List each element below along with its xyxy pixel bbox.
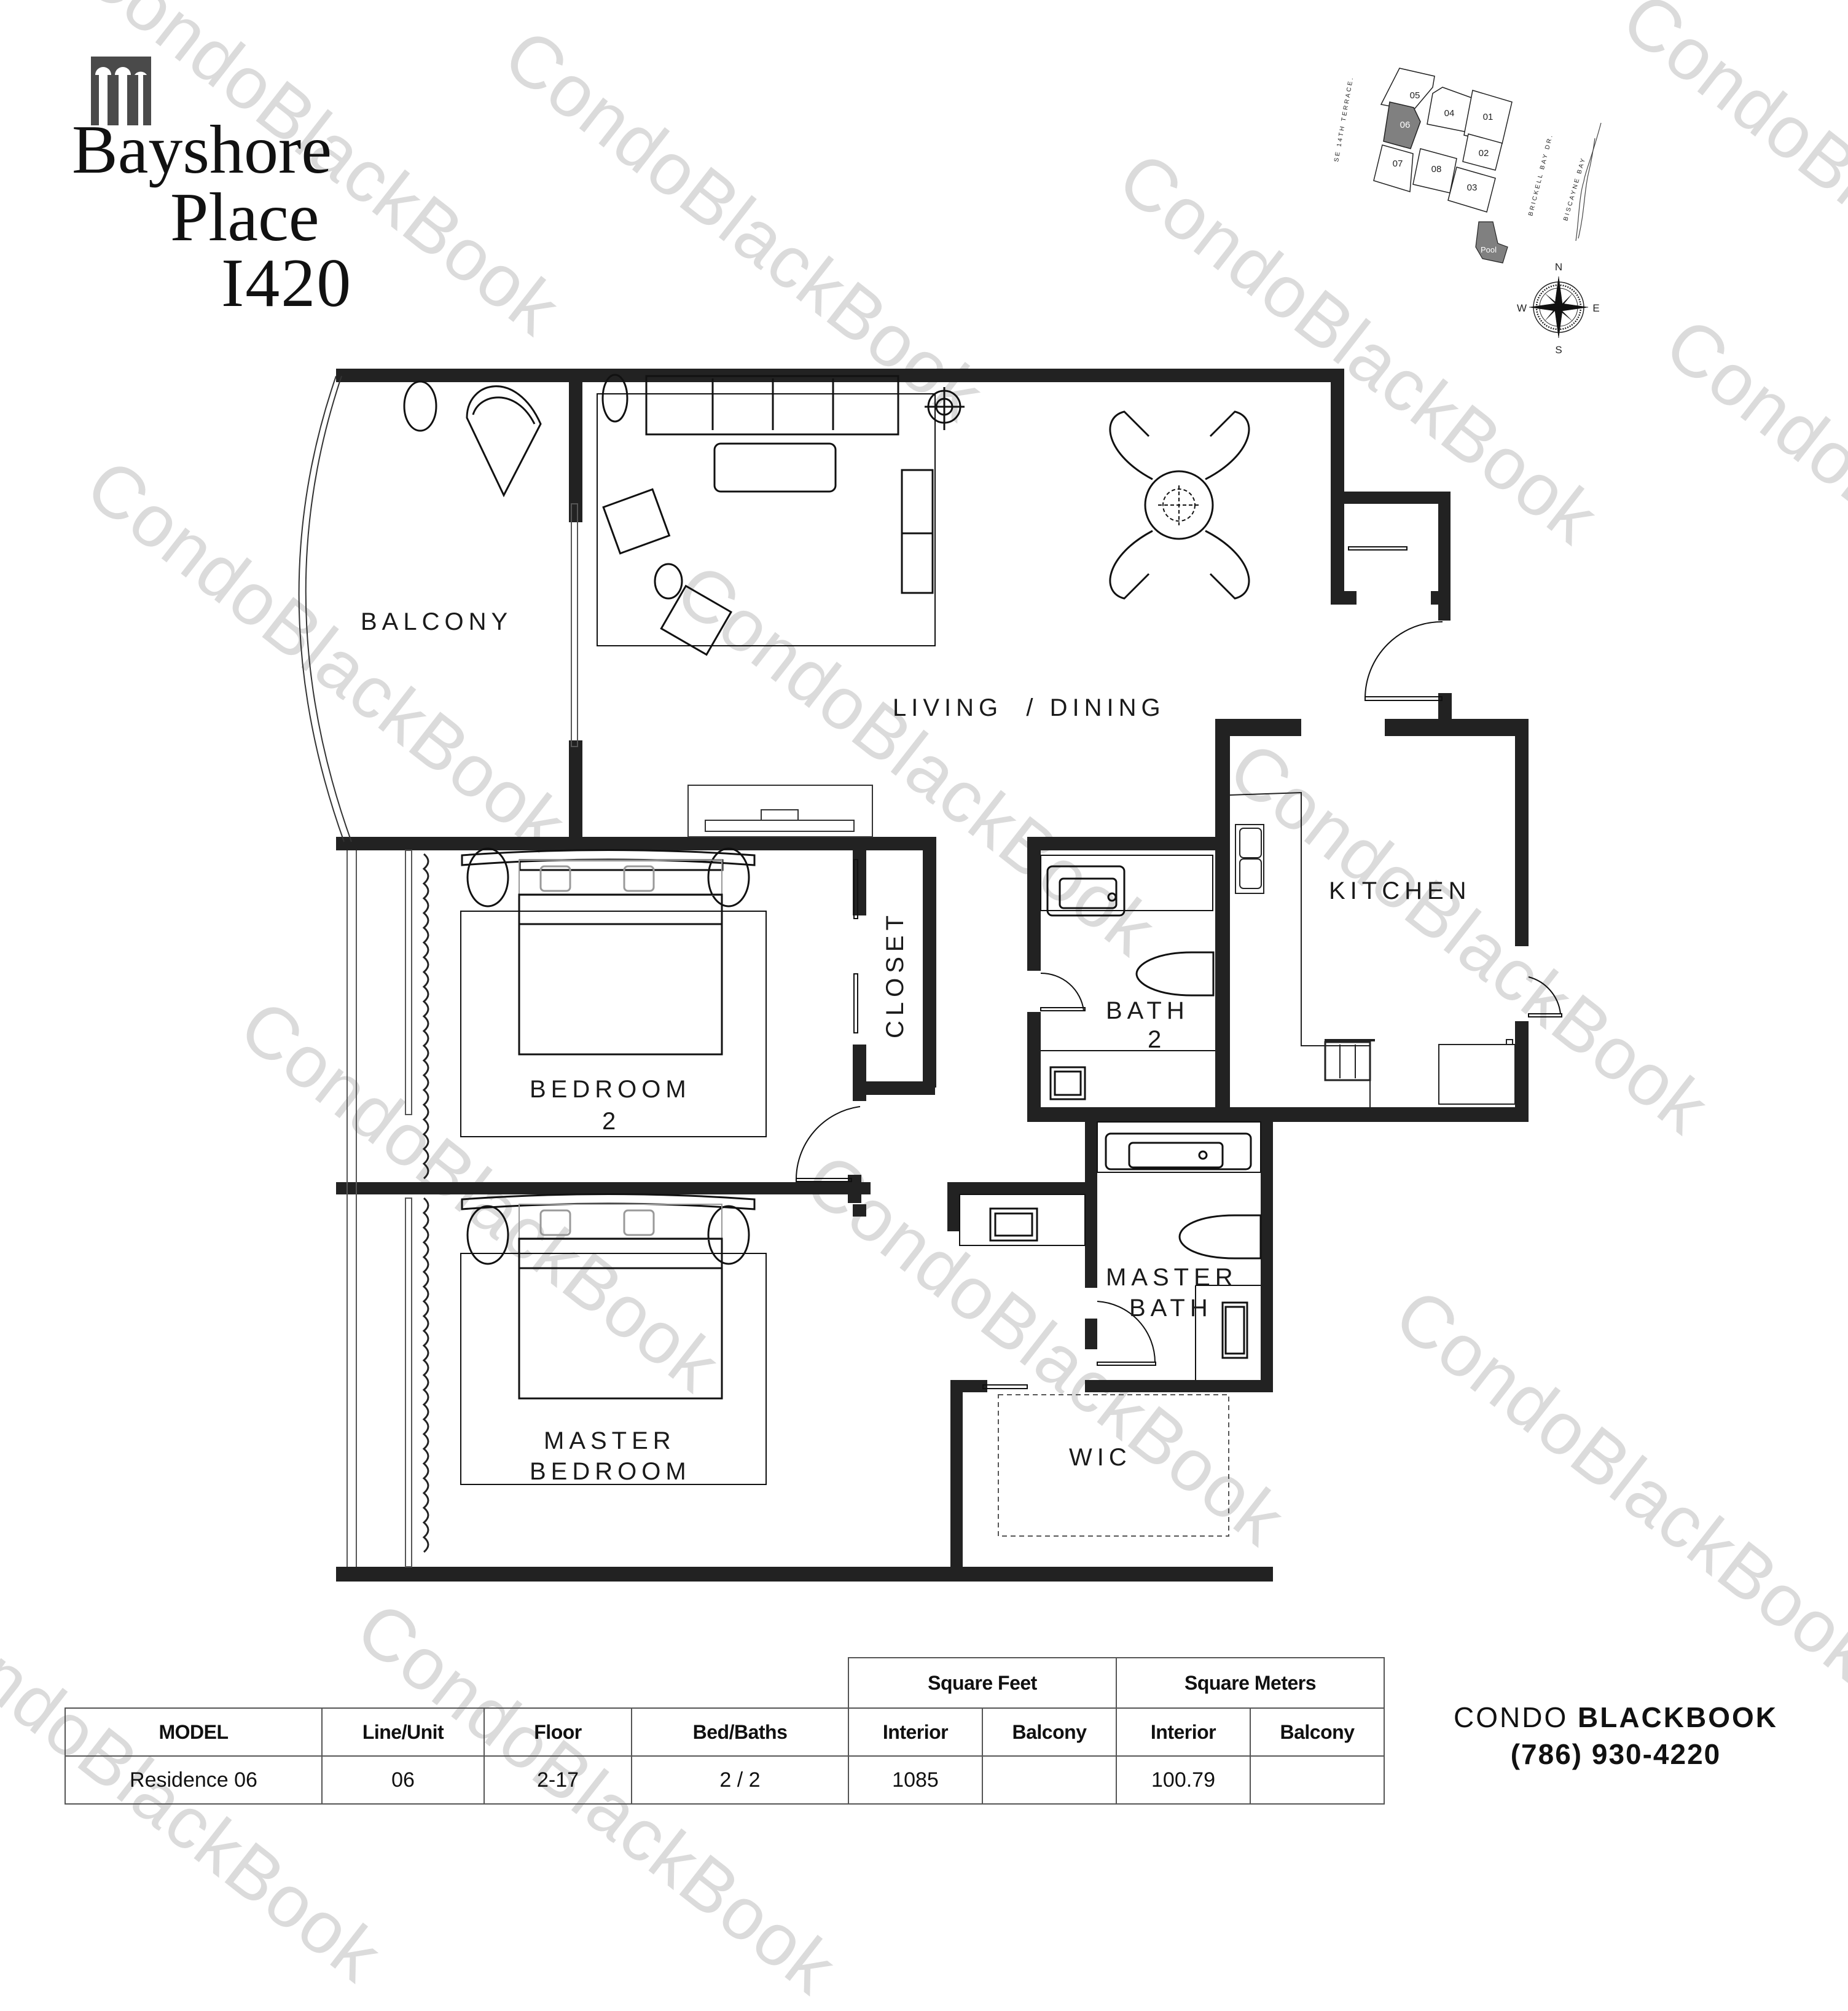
cell-sqm-balcony bbox=[1250, 1755, 1385, 1805]
col-header-bed-baths: Bed/Baths bbox=[631, 1707, 849, 1757]
master-bath-door bbox=[1097, 1301, 1156, 1366]
living-furniture bbox=[597, 374, 965, 656]
pool-label: Pool bbox=[1481, 245, 1497, 254]
logo-line-1: Bayshore bbox=[72, 112, 332, 188]
unit-04-label: 04 bbox=[1444, 108, 1455, 119]
room-label-master-bath: MASTER bbox=[1106, 1264, 1238, 1291]
room-label-bath2-number: 2 bbox=[1148, 1026, 1166, 1053]
room-label-kitchen: KITCHEN bbox=[1329, 877, 1471, 904]
brand-block: CONDO BLACKBOOK (786) 930-4220 bbox=[1407, 1699, 1825, 1773]
master-bath-fixtures bbox=[959, 1121, 1262, 1380]
floor-plan: BALCONY LIVING / DINING KITCHEN BATH 2 C… bbox=[298, 369, 1562, 1582]
street-label-brickell-bay-dr: BRICKELL BAY DR. bbox=[1527, 133, 1554, 216]
room-label-master-bedroom-2: BEDROOM bbox=[530, 1458, 691, 1485]
specs-table: Square Feet Square Meters MODEL Line/Uni… bbox=[65, 1657, 1385, 1805]
kitchen-fixtures bbox=[1229, 791, 1516, 1107]
spacer-cell bbox=[484, 1658, 632, 1708]
brand-name: CONDO BLACKBOOK bbox=[1407, 1699, 1825, 1736]
balcony-furniture bbox=[403, 380, 542, 498]
room-label-bath2: BATH bbox=[1106, 997, 1189, 1024]
cell-sqft-interior: 1085 bbox=[848, 1755, 983, 1805]
cell-sqft-balcony bbox=[982, 1755, 1117, 1805]
unit-06-highlight bbox=[1383, 101, 1421, 149]
col-header-floor: Floor bbox=[484, 1707, 632, 1757]
unit-06-label: 06 bbox=[1400, 120, 1411, 130]
master-bedroom-furniture bbox=[460, 1193, 767, 1485]
spacer-cell bbox=[322, 1658, 484, 1708]
compass-n: N bbox=[1555, 261, 1562, 273]
col-header-sqm-balcony: Balcony bbox=[1250, 1707, 1385, 1757]
bedroom2-furniture bbox=[460, 847, 767, 1137]
col-header-sqft-balcony: Balcony bbox=[982, 1707, 1117, 1757]
arch-columns-icon bbox=[91, 57, 151, 125]
logo-line-2: Place bbox=[170, 179, 319, 256]
brand-name-light: CONDO bbox=[1454, 1701, 1578, 1733]
room-label-living-dining: LIVING / DINING bbox=[893, 694, 1165, 721]
unit-08-label: 08 bbox=[1431, 164, 1442, 174]
wic-shelving bbox=[998, 1394, 1229, 1537]
tv-console bbox=[687, 785, 873, 837]
room-label-wic: WIC bbox=[1069, 1444, 1132, 1471]
compass-s: S bbox=[1555, 344, 1562, 356]
unit-01-label: 01 bbox=[1483, 112, 1494, 122]
spacer-cell bbox=[65, 1658, 322, 1708]
window-wall bbox=[346, 850, 412, 1567]
room-label-balcony: BALCONY bbox=[361, 608, 512, 635]
bath2-fixtures bbox=[1040, 855, 1215, 1100]
brand-phone[interactable]: (786) 930-4220 bbox=[1510, 1738, 1721, 1770]
brand-name-bold: BLACKBOOK bbox=[1578, 1701, 1778, 1733]
cell-sqm-interior: 100.79 bbox=[1116, 1755, 1251, 1805]
cell-line-unit: 06 bbox=[321, 1755, 485, 1805]
group-header-square-feet: Square Feet bbox=[848, 1657, 1117, 1709]
unit-02-label: 02 bbox=[1479, 148, 1489, 159]
compass-rose-icon bbox=[1529, 276, 1589, 339]
wic-door bbox=[982, 1384, 1028, 1389]
col-header-model: MODEL bbox=[65, 1707, 323, 1757]
logo-line-3: I420 bbox=[221, 245, 353, 321]
room-label-closet: CLOSET bbox=[882, 911, 909, 1038]
compass-w: W bbox=[1517, 302, 1527, 314]
room-label-master-bedroom: MASTER bbox=[544, 1427, 676, 1454]
cell-bed-baths: 2 / 2 bbox=[631, 1755, 849, 1805]
entry-door bbox=[1348, 546, 1443, 701]
balcony-railing bbox=[298, 375, 352, 842]
bath2-door bbox=[1040, 972, 1086, 1011]
pool-shape bbox=[1475, 221, 1508, 264]
unit-05-label: 05 bbox=[1410, 90, 1420, 101]
room-label-master-bath-2: BATH bbox=[1129, 1295, 1213, 1322]
sliding-door bbox=[571, 503, 578, 747]
room-label-bedroom2-number: 2 bbox=[602, 1108, 621, 1135]
kitchen-door bbox=[1528, 976, 1562, 1017]
unit-07-label: 07 bbox=[1393, 159, 1403, 169]
curtain bbox=[422, 853, 429, 1553]
group-header-square-meters: Square Meters bbox=[1116, 1657, 1385, 1709]
water-label-biscayne-bay: BISCAYNE BAY bbox=[1562, 156, 1587, 222]
dining-table bbox=[1109, 410, 1250, 600]
col-header-sqft-interior: Interior bbox=[848, 1707, 983, 1757]
col-header-line-unit: Line/Unit bbox=[321, 1707, 485, 1757]
col-header-sqm-interior: Interior bbox=[1116, 1707, 1251, 1757]
cell-floor: 2-17 bbox=[484, 1755, 632, 1805]
spacer-cell bbox=[632, 1658, 848, 1708]
cell-model: Residence 06 bbox=[65, 1755, 323, 1805]
street-label-se-14th-terrace: SE 14TH TERRACE. bbox=[1333, 76, 1355, 162]
bedroom2-door bbox=[795, 1106, 861, 1182]
walls bbox=[336, 369, 1529, 1582]
closet-sliding-doors bbox=[853, 859, 858, 1033]
room-label-bedroom2: BEDROOM bbox=[530, 1076, 691, 1103]
compass-e: E bbox=[1592, 302, 1599, 314]
unit-03-label: 03 bbox=[1467, 182, 1478, 193]
key-plan: 05 04 01 06 02 07 08 03 Pool SE 14TH TER… bbox=[1333, 68, 1602, 356]
